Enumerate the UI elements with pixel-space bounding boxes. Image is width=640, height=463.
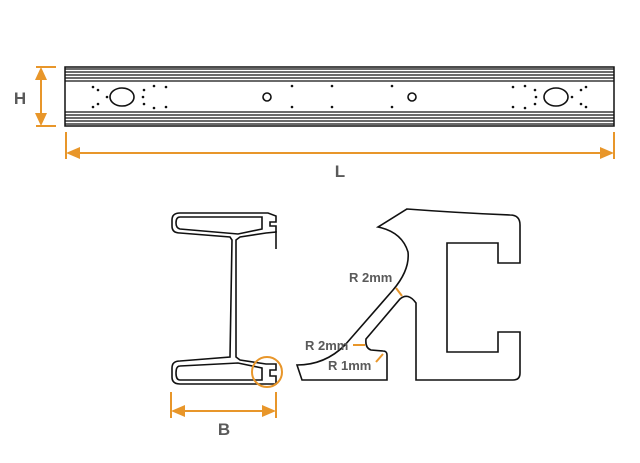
radius-label-tip: R 1mm [328, 358, 371, 373]
detail-circle [251, 356, 283, 388]
length-label: L [335, 162, 345, 181]
rail-side-view [64, 66, 615, 127]
height-label: H [14, 89, 26, 108]
detail-profile: R 2mm R 2mm R 1mm [295, 208, 521, 381]
rail-cross-section [171, 212, 283, 388]
height-dimension: H [14, 66, 56, 127]
width-dimension: B [170, 392, 277, 439]
radius-label-upper: R 2mm [349, 270, 392, 285]
radius-label-lower: R 2mm [305, 338, 348, 353]
width-label: B [218, 420, 230, 439]
length-dimension: L [65, 132, 615, 181]
